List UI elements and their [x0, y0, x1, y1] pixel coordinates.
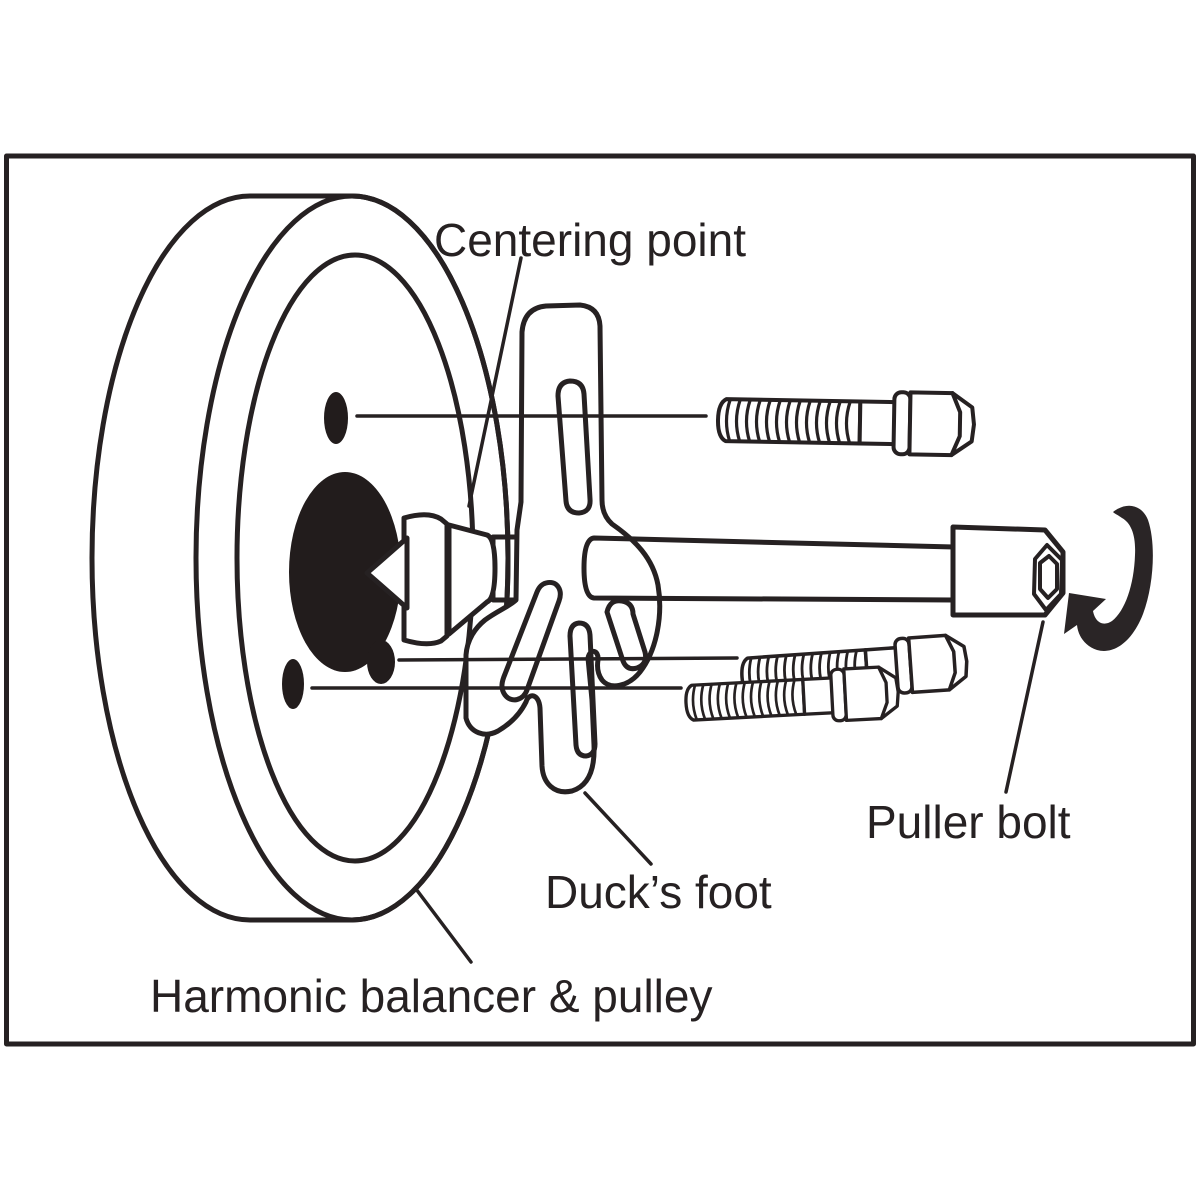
leader-centering-point	[467, 256, 523, 508]
cone-collar	[401, 512, 450, 647]
label-ducks-foot: Duck’s foot	[545, 866, 772, 918]
leader-ducks-foot	[583, 791, 653, 866]
label-harmonic-balancer: Harmonic balancer & pulley	[150, 970, 713, 1022]
cone-neck	[446, 522, 498, 637]
bolt-hole-lower-left	[282, 659, 304, 709]
pulley-front-face-edge	[193, 193, 511, 923]
label-puller-bolt: Puller bolt	[866, 796, 1071, 848]
label-centering-point: Centering point	[434, 214, 746, 266]
leader-puller-bolt	[1004, 620, 1045, 794]
leader-harmonic-balancer	[414, 887, 473, 964]
rotation-arrow-icon	[1064, 505, 1153, 651]
cone-tip	[364, 535, 410, 611]
crankshaft-center-hole	[289, 472, 401, 672]
leader-lines	[310, 256, 1045, 964]
hex-bolt-top	[715, 387, 977, 458]
bolt-hole-upper	[324, 392, 348, 444]
puller-head-hex-socket	[1038, 554, 1059, 600]
ducks-foot-plate	[463, 302, 663, 795]
centering-point-adapter	[364, 512, 498, 647]
puller-bolt-shaft	[581, 535, 957, 603]
figure-border	[4, 153, 1196, 1047]
puller-bolt-head	[950, 524, 1066, 618]
leader-lower-bolt-1	[397, 656, 739, 662]
harmonic-balancer-pulley	[89, 193, 511, 923]
bolt-hole-bottom-center	[367, 640, 395, 684]
